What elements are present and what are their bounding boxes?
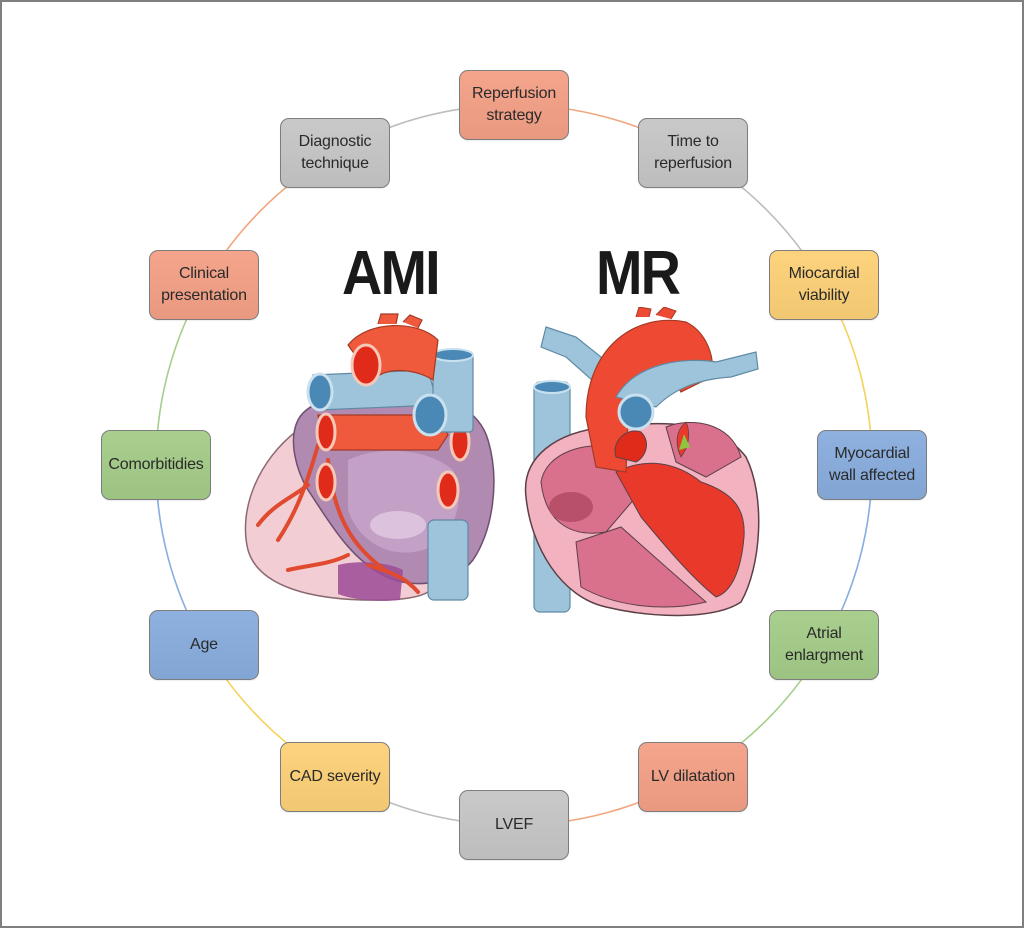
node-label-line: technique bbox=[301, 155, 369, 173]
node-reperfusion-strategy: Reperfusion strategy bbox=[459, 70, 569, 140]
mr-heart-illustration bbox=[524, 307, 760, 617]
node-label-line: Reperfusion bbox=[471, 85, 557, 102]
node-label: Time to reperfusion bbox=[654, 131, 732, 175]
node-age: Age bbox=[148, 610, 259, 680]
node-label: Age bbox=[190, 634, 218, 656]
node-label-line: enlargment bbox=[785, 647, 864, 664]
node-label-line: LV dilatation bbox=[650, 767, 736, 785]
node-label-line: Comorbitidies bbox=[108, 456, 204, 473]
node-diagnostic-technique: Diagnostic technique bbox=[280, 118, 390, 189]
node-comorbitidies: Comorbitidies bbox=[101, 430, 211, 500]
node-label: LV dilatation bbox=[651, 766, 735, 788]
node-lvef: LVEF bbox=[459, 790, 569, 860]
node-label-line: Age bbox=[190, 636, 218, 653]
node-label: Miocardial viability bbox=[789, 263, 860, 307]
node-label-line: Clinical bbox=[178, 265, 229, 282]
node-label-line: CAD severity bbox=[289, 767, 381, 785]
node-label: Atrial enlargment bbox=[785, 623, 863, 667]
node-label-line: Myocardial bbox=[834, 445, 910, 462]
node-label-line: strategy bbox=[486, 107, 542, 124]
node-label-line: LVEF bbox=[494, 816, 534, 833]
node-myocardial-wall-affected: Myocardial wall affected bbox=[817, 430, 927, 500]
node-label: LVEF bbox=[495, 814, 533, 836]
node-label: CAD severity bbox=[290, 766, 381, 788]
node-label-line: presentation bbox=[161, 287, 247, 304]
node-label-line: wall affected bbox=[828, 467, 916, 484]
node-label: Clinical presentation bbox=[161, 263, 247, 307]
node-cad-severity: CAD severity bbox=[280, 741, 390, 812]
node-time-to-reperfusion: Time to reperfusion bbox=[638, 118, 748, 189]
node-label: Diagnostic technique bbox=[299, 131, 372, 175]
node-miocardial-viability: Miocardial viability bbox=[769, 250, 880, 320]
node-label: Myocardial wall affected bbox=[829, 443, 915, 487]
node-label-line: viability bbox=[798, 287, 850, 304]
node-label: Comorbitidies bbox=[108, 454, 203, 476]
node-label: Reperfusion strategy bbox=[472, 83, 556, 127]
node-clinical-presentation: Clinical presentation bbox=[148, 250, 259, 320]
ami-title: AMI bbox=[342, 239, 441, 308]
node-label-line: Time to bbox=[667, 133, 719, 151]
node-label-line: Atrial bbox=[806, 625, 842, 642]
node-label-line: Diagnostic bbox=[298, 133, 372, 151]
ami-heart-illustration bbox=[244, 313, 495, 601]
node-atrial-enlargment: Atrial enlargment bbox=[769, 610, 880, 680]
mr-title: MR bbox=[596, 239, 681, 308]
node-label-line: Miocardial bbox=[788, 265, 860, 282]
node-label-line: reperfusion bbox=[654, 155, 732, 173]
node-lv-dilatation: LV dilatation bbox=[638, 741, 748, 812]
